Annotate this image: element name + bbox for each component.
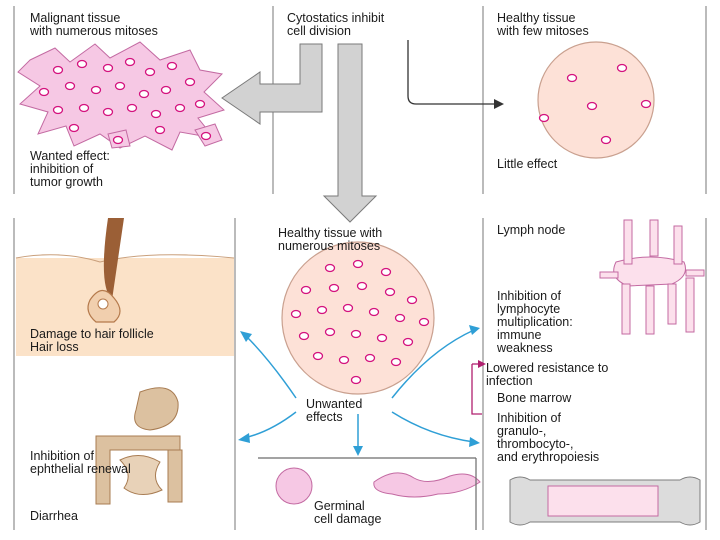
hair-follicle-illustration [15,218,235,356]
lymphocyte-inhibition-label: Inhibition of lymphocyte multiplication:… [497,289,573,355]
unwanted-effects-label: Unwanted effects [306,397,363,424]
lymph-node-title: Lymph node [497,223,566,237]
malignant-tissue-title: Malignant tissue with numerous mitoses [30,11,158,38]
wanted-effect-label: Wanted effect: inhibition of tumor growt… [30,149,110,189]
lowered-resistance-label: Lowered resistance to infection [486,361,609,388]
little-effect-label: Little effect [497,157,558,171]
healthy-tissue-few-mitoses [537,41,655,159]
resistance-arrowhead [478,360,486,368]
lymph-node-illustration [599,219,705,335]
malignant-tissue-illustration [17,41,225,151]
germinal-cell-label: Germinal cell damage [314,499,382,526]
germinal-cells-illustration [258,457,481,530]
hematopoiesis-inhibition-label: Inhibition of granulo-, thrombocyto-, an… [497,411,600,464]
bone-marrow-illustration [509,476,701,526]
cytostatics-title: Cytostatics inhibit cell division [287,11,385,38]
cytostatic-arrows [221,43,378,223]
gut-illustration [95,387,183,505]
healthy-arrow-line [407,40,496,105]
healthy-tissue-few-title: Healthy tissue with few mitoses [497,11,589,38]
unwanted-effect-arrowheads [238,325,480,456]
healthy-arrow-head [494,99,504,109]
central-tissue-title: Healthy tissue with numerous mitoses [278,226,383,253]
resistance-bracket [471,363,482,415]
bone-marrow-title: Bone marrow [497,391,572,405]
hair-follicle-label: Damage to hair follicle Hair loss [30,327,154,354]
panel-frame [13,6,707,530]
central-tissue-illustration [281,241,435,395]
diarrhea-label: Diarrhea [30,509,78,523]
gut-label: Inhibition of ephthelial renewal [30,449,131,476]
